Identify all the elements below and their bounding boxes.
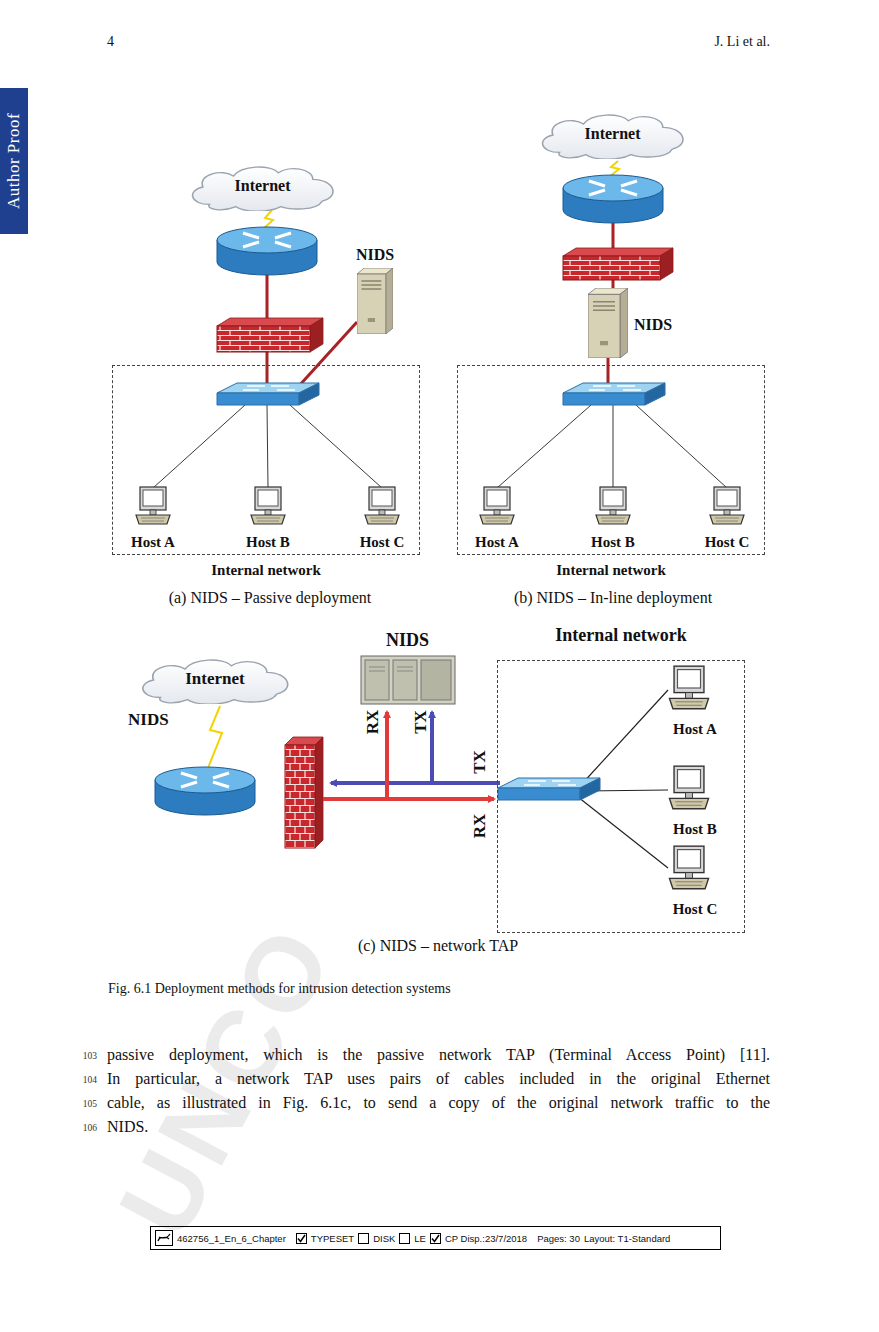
srv-icon	[357, 268, 393, 334]
node-label: Internal network	[498, 625, 744, 646]
node-label: Internet	[133, 669, 297, 689]
node-label: Internal network	[458, 562, 764, 579]
node-label: Internet	[533, 125, 692, 143]
host-computer: Host A	[123, 486, 183, 554]
line-number: 104	[83, 1075, 97, 1085]
mon-icon	[362, 486, 402, 526]
page-number: 4	[107, 34, 114, 50]
mon-icon	[133, 486, 173, 526]
node-label: Host C	[342, 534, 422, 551]
node-label: Host A	[457, 534, 537, 551]
node-label: Host B	[573, 534, 653, 551]
mon-icon	[665, 765, 713, 811]
node-label: Host B	[228, 534, 308, 551]
footer-text: 462756_1_En_6_Chapter	[177, 1233, 286, 1244]
node-label: Host C	[655, 901, 735, 918]
node-label: NIDS	[355, 630, 460, 651]
node-label: NIDS	[634, 316, 672, 334]
footer-text: CP Disp.:23/7/2018	[445, 1233, 527, 1244]
nids-server: NIDS	[345, 246, 405, 336]
mon-icon	[593, 486, 633, 526]
footer-text: Layout: T1-Standard	[584, 1233, 670, 1244]
body-text-line: In particular, a network TAP uses pairs …	[107, 1070, 770, 1088]
node-label: Internal network	[113, 562, 419, 579]
subfigure-caption: (a) NIDS – Passive deployment	[169, 589, 372, 607]
subfigure-caption: (c) NIDS – network TAP	[358, 937, 518, 955]
host-computer: Host C	[697, 486, 757, 554]
subfigure-caption: (b) NIDS – In-line deployment	[514, 589, 712, 607]
body-text-line: cable, as illustrated in Fig. 6.1c, to s…	[107, 1094, 770, 1112]
footer-text: LE	[414, 1233, 426, 1244]
checkbox	[358, 1233, 369, 1244]
host-computer: Host A	[467, 486, 527, 554]
signal-label: RX	[363, 710, 383, 735]
checkbox	[296, 1233, 307, 1244]
publisher-logo	[155, 1230, 173, 1246]
line-number: 106	[83, 1123, 97, 1133]
internal-network: Internal networkHost AHost BHost C	[457, 365, 765, 555]
signal-label: RX	[470, 814, 490, 839]
node-label: Internet	[183, 177, 342, 195]
proof-tab: Author Proof	[0, 88, 28, 234]
host-computer: Host C	[352, 486, 412, 554]
host-computer: Host B	[583, 486, 643, 554]
footer-text: DISK	[373, 1233, 395, 1244]
internet-cloud: Internet	[133, 656, 297, 704]
proof-footer: 462756_1_En_6_Chapter TYPESET DISK LE CP Dis…	[150, 1226, 721, 1250]
internal-network: Internal networkHost AHost BHost C	[497, 660, 745, 933]
checkbox	[399, 1233, 410, 1244]
line-number: 103	[83, 1051, 97, 1061]
line-number: 105	[83, 1099, 97, 1109]
running-head: J. Li et al.	[714, 34, 770, 50]
host-computer: Host B	[238, 486, 298, 554]
signal-label: TX	[411, 710, 431, 734]
internet-cloud: Internet	[183, 163, 342, 211]
srv-icon	[588, 288, 628, 358]
mon-icon	[248, 486, 288, 526]
host-computer: Host A	[660, 665, 730, 745]
node-label: Host C	[687, 534, 767, 551]
internal-network: Internal networkHost AHost BHost C	[112, 365, 420, 555]
node-label: Host A	[655, 721, 735, 738]
nids-server: NIDS	[588, 288, 683, 360]
device-label: NIDS	[128, 710, 169, 730]
host-computer: Host C	[660, 845, 730, 925]
footer-text: TYPESET	[311, 1233, 354, 1244]
checkbox	[430, 1233, 441, 1244]
internet-cloud: Internet	[533, 111, 692, 159]
mon-icon	[707, 486, 747, 526]
mon-icon	[477, 486, 517, 526]
mon-icon	[665, 665, 713, 711]
mon-icon	[665, 845, 713, 891]
node-label: Host A	[113, 534, 193, 551]
host-computer: Host B	[660, 765, 730, 845]
node-label: NIDS	[335, 246, 415, 264]
signal-label: TX	[470, 750, 490, 774]
nids-appliance: NIDS	[355, 630, 460, 708]
footer-text: Pages: 30	[537, 1233, 580, 1244]
node-label: Host B	[655, 821, 735, 838]
figure-caption: Fig. 6.1 Deployment methods for intrusio…	[108, 981, 451, 997]
dev-icon	[360, 655, 456, 705]
body-text-line: NIDS.	[107, 1118, 148, 1136]
body-text-line: passive deployment, which is the passive…	[107, 1046, 770, 1064]
